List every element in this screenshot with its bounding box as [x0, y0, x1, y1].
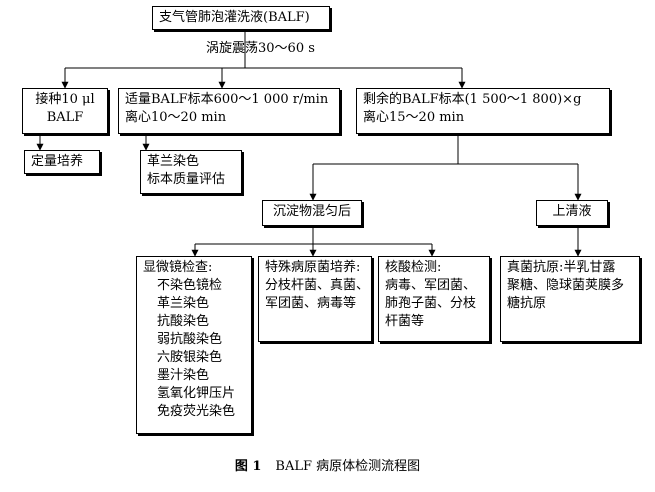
centrifuge-large-box: 剩余的BALF标本(1 500～1 800)×g 离心15～20 min: [356, 88, 610, 134]
gram-eval-line-2: 标本质量评估: [147, 172, 226, 187]
microscopy-item: 抗酸染色: [157, 314, 210, 329]
inoculate-box: 接种10 μl BALF: [22, 88, 108, 134]
root-label: 支气管肺泡灌洗液(BALF): [159, 10, 310, 25]
microscopy-item: 免疫荧光染色: [157, 404, 236, 419]
fungal-antigen-line-2: 聚糖、隐球菌荚膜多: [507, 278, 625, 293]
microscopy-item: 弱抗酸染色: [157, 332, 223, 347]
supernatant-box: 上清液: [536, 200, 608, 226]
figure-caption: 图 1 BALF 病原体检测流程图: [0, 458, 655, 476]
gram-eval-box: 革兰染色 标本质量评估: [140, 150, 242, 194]
nucleic-acid-box: 核酸检测: 病毒、军团菌、 肺孢子菌、分枝 杆菌等: [378, 256, 490, 342]
root-box: 支气管肺泡灌洗液(BALF): [152, 6, 330, 30]
microscopy-item: 不染色镜检: [157, 278, 223, 293]
fungal-antigen-line-3: 糖抗原: [507, 296, 547, 311]
supernatant-label: 上清液: [552, 204, 592, 219]
centrifuge-small-line-1: 适量BALF标本600～1 000 r/min: [125, 92, 329, 107]
centrifuge-small-line-2: 离心10～20 min: [125, 110, 227, 125]
fungal-antigen-box: 真菌抗原:半乳甘露 聚糖、隐球菌荚膜多 糖抗原: [500, 256, 640, 342]
fungal-antigen-line-1: 真菌抗原:半乳甘露: [507, 260, 616, 275]
quant-culture-box: 定量培养: [24, 150, 100, 174]
nucleic-acid-line-4: 杆菌等: [385, 314, 425, 329]
special-culture-line-1: 特殊病原菌培养:: [265, 260, 361, 275]
sediment-box: 沉淀物混匀后: [262, 200, 362, 226]
microscopy-item: 六胺银染色: [157, 350, 223, 365]
vortex-step-label: 涡旋震荡30～60 s: [206, 41, 315, 56]
figure-title: BALF 病原体检测流程图: [275, 459, 421, 474]
nucleic-acid-line-1: 核酸检测:: [385, 260, 442, 275]
microscopy-item: 革兰染色: [157, 296, 210, 311]
special-culture-box: 特殊病原菌培养: 分枝杆菌、真菌、 军团菌、病毒等: [258, 256, 372, 342]
inoculate-line-1: 接种10 μl: [35, 92, 95, 107]
special-culture-line-2: 分枝杆菌、真菌、: [265, 278, 370, 293]
centrifuge-small-box: 适量BALF标本600～1 000 r/min 离心10～20 min: [118, 88, 340, 134]
inoculate-line-2: BALF: [46, 110, 84, 125]
microscopy-title: 显微镜检查:: [143, 260, 213, 275]
gram-eval-line-1: 革兰染色: [147, 154, 200, 169]
special-culture-line-3: 军团菌、病毒等: [265, 296, 357, 311]
sediment-label: 沉淀物混匀后: [272, 204, 351, 219]
microscopy-box: 显微镜检查: 不染色镜检 革兰染色 抗酸染色 弱抗酸染色 六胺银染色 墨汁染色 …: [136, 256, 252, 434]
microscopy-item: 墨汁染色: [157, 368, 210, 383]
centrifuge-large-line-1: 剩余的BALF标本(1 500～1 800)×g: [363, 92, 582, 107]
quant-culture-label: 定量培养: [31, 154, 84, 169]
figure-number: 图 1: [234, 459, 262, 474]
nucleic-acid-line-3: 肺孢子菌、分枝: [385, 296, 477, 311]
nucleic-acid-line-2: 病毒、军团菌、: [385, 278, 477, 293]
microscopy-item: 氢氧化钾压片: [157, 386, 236, 401]
centrifuge-large-line-2: 离心15～20 min: [363, 110, 465, 125]
